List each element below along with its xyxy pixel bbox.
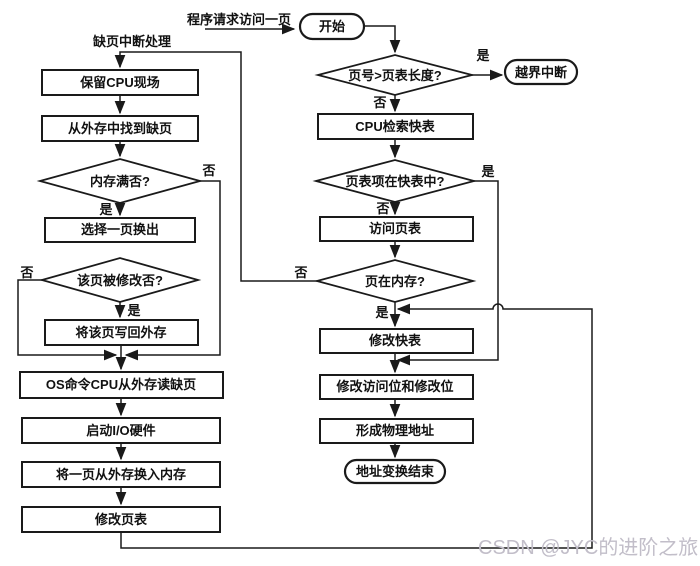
- write-page-back-label: 将该页写回外存: [75, 325, 166, 340]
- node-entry-in-tlb: 页表项在快表中?: [312, 159, 478, 203]
- out-of-bounds-capsule: [503, 58, 579, 86]
- os-read-missing-page-label: OS命令CPU从外存读缺页: [46, 377, 196, 392]
- access-page-table-label: 访问页表: [369, 221, 422, 236]
- edge-memfull-no-bypass: [124, 180, 221, 361]
- node-os-read-missing-page: OS命令CPU从外存读缺页: [19, 371, 224, 399]
- edges: [17, 23, 593, 549]
- program-request-label: 程序请求访问一页: [187, 12, 291, 27]
- start-io-hardware-label: 启动I/O硬件: [86, 423, 155, 438]
- search-tlb-box: [317, 113, 474, 140]
- edge-modified-no-bypass: [17, 279, 118, 361]
- branch-inmem-no: 否: [293, 265, 307, 280]
- branch-modified-yes: 是: [126, 303, 141, 318]
- page-in-memory-label: 页在内存?: [365, 274, 425, 289]
- swap-page-in-label: 将一页从外存换入内存: [56, 467, 186, 482]
- branch-entry-yes: 是: [480, 164, 495, 179]
- branch-check-no: 否: [372, 95, 386, 110]
- start-capsule: [298, 12, 366, 41]
- start-io-hardware-box: [21, 417, 221, 444]
- node-end: 地址变换结束: [343, 458, 447, 485]
- node-find-page-on-disk: 从外存中找到缺页: [41, 115, 199, 142]
- select-victim-page-box: [44, 217, 196, 243]
- access-page-table-box: [319, 216, 474, 242]
- save-cpu-state-label: 保留CPU现场: [79, 75, 159, 90]
- node-start-io-hardware: 启动I/O硬件: [21, 417, 221, 444]
- form-physical-address-box: [319, 418, 474, 444]
- node-start: 开始: [298, 12, 366, 41]
- form-physical-address-label: 形成物理地址: [356, 423, 434, 438]
- node-update-page-table: 修改页表: [21, 506, 221, 533]
- branch-memfull-yes: 是: [98, 202, 113, 217]
- node-page-in-memory: 页在内存?: [313, 259, 477, 303]
- node-update-bits: 修改访问位和修改位: [319, 374, 474, 400]
- node-save-cpu-state: 保留CPU现场: [41, 69, 199, 96]
- end-capsule: [343, 458, 447, 485]
- memory-full-diamond: [36, 158, 204, 204]
- node-page-modified: 该页被修改否?: [38, 257, 202, 303]
- node-search-tlb: CPU检索快表: [317, 113, 474, 140]
- end-label: 地址变换结束: [356, 464, 435, 479]
- csdn-watermark: CSDN @JYC的进阶之旅: [478, 536, 698, 559]
- entry-in-tlb-label: 页表项在快表中?: [346, 174, 445, 189]
- edge-start-to-check: [364, 25, 401, 54]
- check-page-number-diamond: [314, 54, 476, 96]
- find-page-on-disk-box: [41, 115, 199, 142]
- write-page-back-box: [44, 319, 199, 346]
- node-access-page-table: 访问页表: [319, 216, 474, 242]
- out-of-bounds-label: 越界中断: [514, 65, 567, 80]
- node-memory-full: 内存满否?: [36, 158, 204, 204]
- branch-entry-no: 否: [375, 201, 389, 216]
- page-modified-label: 该页被修改否?: [77, 273, 163, 288]
- branch-modified-no: 否: [19, 265, 33, 280]
- select-victim-page-label: 选择一页换出: [81, 222, 159, 237]
- search-tlb-label: CPU检索快表: [355, 119, 435, 134]
- node-select-victim-page: 选择一页换出: [44, 217, 196, 243]
- start-label: 开始: [319, 19, 345, 34]
- page-in-memory-diamond: [313, 259, 477, 303]
- update-tlb-label: 修改快表: [368, 333, 422, 348]
- page-modified-diamond: [38, 257, 202, 303]
- update-page-table-label: 修改页表: [94, 512, 148, 527]
- swap-page-in-box: [21, 461, 221, 488]
- edge-update-pagetable-return: [120, 303, 593, 549]
- entry-in-tlb-diamond: [312, 159, 478, 203]
- update-bits-box: [319, 374, 474, 400]
- save-cpu-state-box: [41, 69, 199, 96]
- edge-inmem-no-to-savecpu: [114, 51, 317, 282]
- page-fault-handling-label: 缺页中断处理: [92, 34, 171, 49]
- branch-check-yes: 是: [475, 48, 490, 63]
- update-page-table-box: [21, 506, 221, 533]
- branch-labels: 是 否 是 否 否 是 否 是 否 是: [19, 48, 495, 320]
- node-form-physical-address: 形成物理地址: [319, 418, 474, 444]
- check-page-number-label: 页号>页表长度?: [348, 68, 442, 83]
- memory-full-label: 内存满否?: [90, 174, 150, 189]
- branch-memfull-no: 否: [201, 163, 215, 178]
- update-bits-label: 修改访问位和修改位: [335, 379, 453, 394]
- edge-entry-yes-bypass: [396, 180, 499, 366]
- os-read-missing-page-box: [19, 371, 224, 399]
- find-page-on-disk-label: 从外存中找到缺页: [68, 121, 172, 136]
- branch-inmem-yes: 是: [374, 305, 389, 320]
- node-update-tlb: 修改快表: [319, 328, 474, 354]
- node-write-page-back: 将该页写回外存: [44, 319, 199, 346]
- node-out-of-bounds: 越界中断: [503, 58, 579, 86]
- node-check-page-number: 页号>页表长度?: [314, 54, 476, 96]
- node-swap-page-in: 将一页从外存换入内存: [21, 461, 221, 488]
- update-tlb-box: [319, 328, 474, 354]
